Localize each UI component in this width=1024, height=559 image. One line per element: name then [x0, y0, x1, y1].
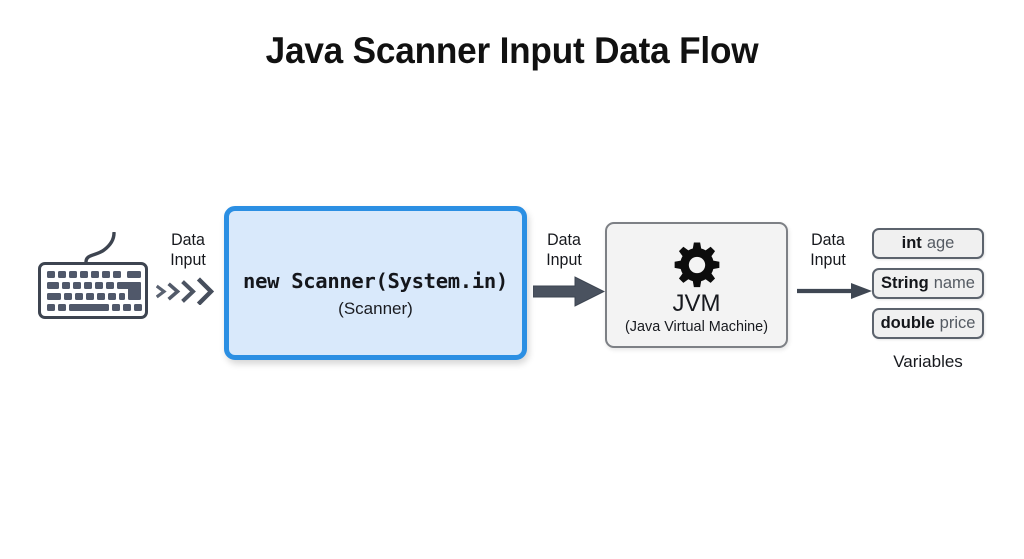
variable-type: double	[880, 314, 935, 332]
variable-box-name[interactable]: String name	[872, 268, 984, 299]
edge-label-jvm-to-variables: Data Input	[794, 230, 862, 270]
variable-name: age	[926, 234, 955, 252]
edge-label-keyboard-to-scanner: Data Input	[154, 230, 222, 270]
edge2-label-line1: Data	[547, 230, 581, 249]
jvm-node[interactable]: JVM (Java Virtual Machine)	[605, 222, 788, 348]
variable-type: int	[901, 234, 922, 252]
edge3-label-line1: Data	[811, 230, 845, 249]
variables-caption: Variables	[893, 352, 963, 371]
edge2-label-line2: Input	[546, 250, 582, 269]
edge1-label-line1: Data	[171, 230, 205, 249]
edge1-label-line2: Input	[170, 250, 206, 269]
variable-box-age[interactable]: int age	[872, 228, 984, 259]
scanner-code-text: new Scanner(System.in)	[243, 269, 508, 293]
scanner-subtitle: (Scanner)	[338, 299, 413, 318]
keyboard-body	[38, 262, 148, 319]
keyboard-icon	[38, 232, 148, 319]
scanner-node[interactable]: new Scanner(System.in) (Scanner)	[224, 206, 527, 360]
keyboard-cable-icon	[84, 232, 116, 264]
variable-name: name	[933, 274, 975, 292]
chevron-arrow-icon	[156, 277, 215, 305]
block-arrow-icon	[533, 276, 605, 307]
variable-box-price[interactable]: double price	[872, 308, 984, 339]
edge3-label-line2: Input	[810, 250, 846, 269]
variable-type: String	[881, 274, 929, 292]
gear-icon	[674, 242, 719, 288]
variable-name: price	[939, 314, 976, 332]
page-title: Java Scanner Input Data Flow	[265, 30, 759, 71]
edge-label-scanner-to-jvm: Data Input	[530, 230, 598, 270]
jvm-subtitle: (Java Virtual Machine)	[624, 318, 768, 335]
jvm-title: JVM	[672, 290, 721, 317]
thin-arrow-icon	[797, 283, 872, 299]
